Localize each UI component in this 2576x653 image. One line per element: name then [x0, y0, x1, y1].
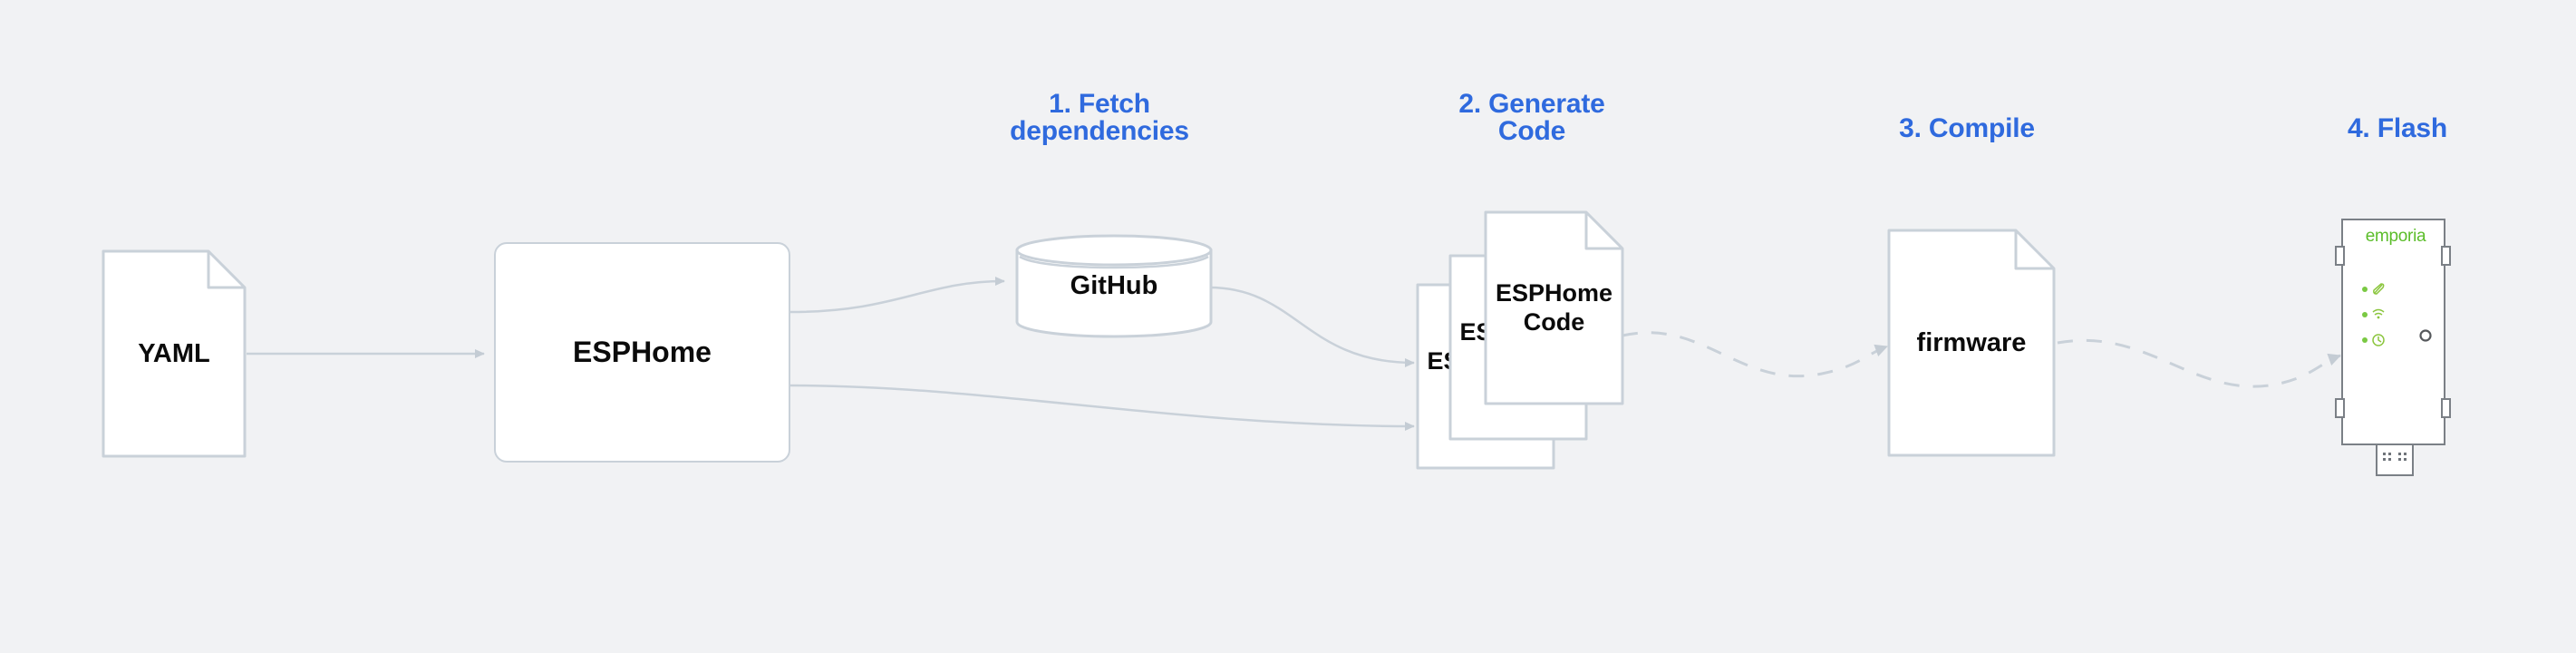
- bolt-icon: [2373, 283, 2385, 295]
- device-tab-br: [2441, 398, 2451, 418]
- device-connector: [2376, 443, 2414, 476]
- edge-esphome-github: [789, 277, 1005, 314]
- edge-firmware-device: [2057, 338, 2341, 388]
- led-wifi-dot: [2362, 312, 2368, 317]
- node-github[interactable]: [1015, 234, 1213, 338]
- edge-code-firmware: [1622, 331, 1888, 378]
- node-yaml[interactable]: [102, 249, 247, 458]
- node-device[interactable]: [2332, 218, 2459, 481]
- node-code-front[interactable]: [1484, 210, 1624, 405]
- led-power-dot: [2362, 287, 2368, 292]
- edge-github-code: [1208, 286, 1415, 367]
- connector-screw-left: [2383, 453, 2391, 461]
- clock-icon: [2372, 334, 2385, 346]
- device-tab-tr: [2441, 246, 2451, 266]
- connector-screw-right: [2398, 453, 2407, 461]
- node-firmware[interactable]: [1887, 229, 2056, 457]
- device-button: [2419, 329, 2432, 342]
- step-label-4: 4. Flash: [2347, 113, 2448, 143]
- edge-esphome-code: [789, 384, 1415, 431]
- wifi-icon: [2372, 308, 2385, 319]
- step-label-1: 1. Fetch dependencies: [1010, 89, 1189, 146]
- led-status-dot: [2362, 337, 2368, 343]
- device-tab-tl: [2335, 246, 2345, 266]
- device-tab-bl: [2335, 398, 2345, 418]
- step-label-2: 2. Generate Code: [1458, 89, 1605, 146]
- step-label-3: 3. Compile: [1899, 113, 2035, 143]
- node-esphome[interactable]: [494, 242, 790, 463]
